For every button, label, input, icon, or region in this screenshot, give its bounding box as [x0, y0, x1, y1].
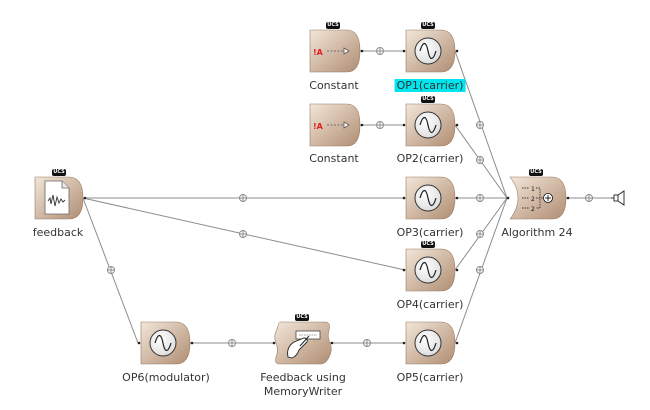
svg-text:1: 1 — [531, 186, 535, 193]
ucs-badge: UCS — [421, 22, 435, 29]
op5-label: OP5(carrier) — [396, 371, 464, 384]
wire-handle[interactable] — [239, 194, 247, 202]
op3-node[interactable] — [402, 176, 459, 220]
wire-handle[interactable] — [476, 266, 484, 274]
wire-handle[interactable] — [476, 230, 484, 238]
feedback-node[interactable] — [34, 176, 87, 220]
wire-handle[interactable] — [476, 121, 484, 129]
wire-handle[interactable] — [476, 194, 484, 202]
memorywriter-node[interactable] — [272, 321, 334, 365]
mixer-icon: 1 2 2 — [522, 186, 553, 213]
arrow-icon — [327, 121, 350, 129]
constant-node-2[interactable]: !A — [309, 103, 364, 147]
constant-glyph: !A — [313, 122, 324, 131]
op4-label: OP4(carrier) — [396, 298, 464, 311]
algorithm-node[interactable]: 1 2 2 — [506, 176, 570, 220]
constant-1-label: Constant — [309, 79, 359, 92]
writing-hand-icon — [287, 330, 321, 359]
memorywriter-label-line1: Feedback using — [260, 371, 346, 384]
ucs-badge: UCS — [421, 96, 435, 103]
constant-2-label: Constant — [309, 152, 359, 165]
wire-handle[interactable] — [585, 194, 593, 202]
op5-node[interactable] — [402, 321, 459, 365]
ucs-badge: UCS — [326, 22, 340, 29]
wire-handle[interactable] — [363, 339, 371, 347]
ucs-badge: UCS — [52, 169, 66, 176]
wire-handle[interactable] — [376, 121, 384, 129]
wire-handle[interactable] — [107, 266, 115, 274]
wire-handle[interactable] — [376, 47, 384, 55]
ucs-badge: UCS — [295, 314, 309, 321]
algorithm-label: Algorithm 24 — [501, 226, 573, 239]
op1-label: OP1(carrier) — [394, 79, 466, 92]
op2-label: OP2(carrier) — [396, 152, 464, 165]
wire-handle[interactable] — [239, 230, 247, 238]
op1-node[interactable] — [402, 29, 459, 73]
op3-label: OP3(carrier) — [396, 226, 464, 239]
wire-handle[interactable] — [476, 156, 484, 164]
memorywriter-label-line2: MemoryWriter — [263, 385, 343, 398]
op4-node[interactable] — [402, 248, 459, 292]
svg-text:2: 2 — [531, 206, 535, 213]
arrow-icon — [327, 47, 350, 55]
feedback-label: feedback — [32, 226, 84, 239]
op2-node[interactable] — [402, 103, 459, 147]
op6-node[interactable] — [137, 321, 194, 365]
constant-glyph: !A — [313, 48, 324, 57]
sound-file-icon — [44, 180, 70, 215]
svg-text:2: 2 — [531, 196, 535, 203]
wire-handles — [107, 47, 593, 347]
op6-label: OP6(modulator) — [122, 371, 210, 384]
ucs-badge: UCS — [529, 169, 543, 176]
wire-handle[interactable] — [228, 339, 236, 347]
ucs-badge: UCS — [421, 241, 435, 248]
constant-node-1[interactable]: !A — [309, 29, 364, 73]
speaker-output-icon[interactable] — [611, 190, 625, 206]
